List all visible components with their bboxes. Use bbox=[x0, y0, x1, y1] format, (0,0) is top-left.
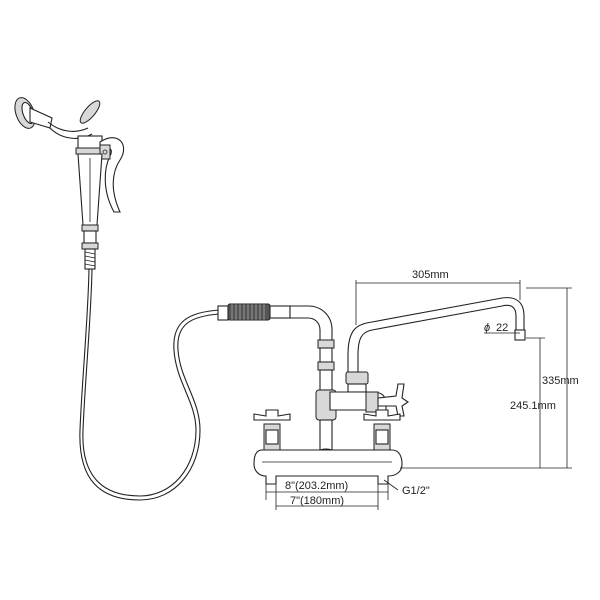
dim-centers-7in-label: 7"(180mm) bbox=[290, 495, 344, 507]
dim-diameter-symbol: ϕ bbox=[484, 322, 490, 334]
dim-centers-8in-label: 8"(203.2mm) bbox=[285, 480, 348, 492]
dimension-lines bbox=[265, 280, 572, 510]
dim-total-height-label: 335mm bbox=[542, 375, 579, 387]
swivel-spout bbox=[345, 297, 526, 393]
dim-diameter-value: 22 bbox=[496, 322, 508, 334]
dim-thread-label: G1/2" bbox=[402, 485, 430, 497]
faucet-body bbox=[253, 383, 409, 485]
dim-width-label: 305mm bbox=[412, 269, 449, 281]
dim-spout-height-label: 245.1mm bbox=[510, 400, 556, 412]
spray-valve bbox=[14, 97, 125, 270]
